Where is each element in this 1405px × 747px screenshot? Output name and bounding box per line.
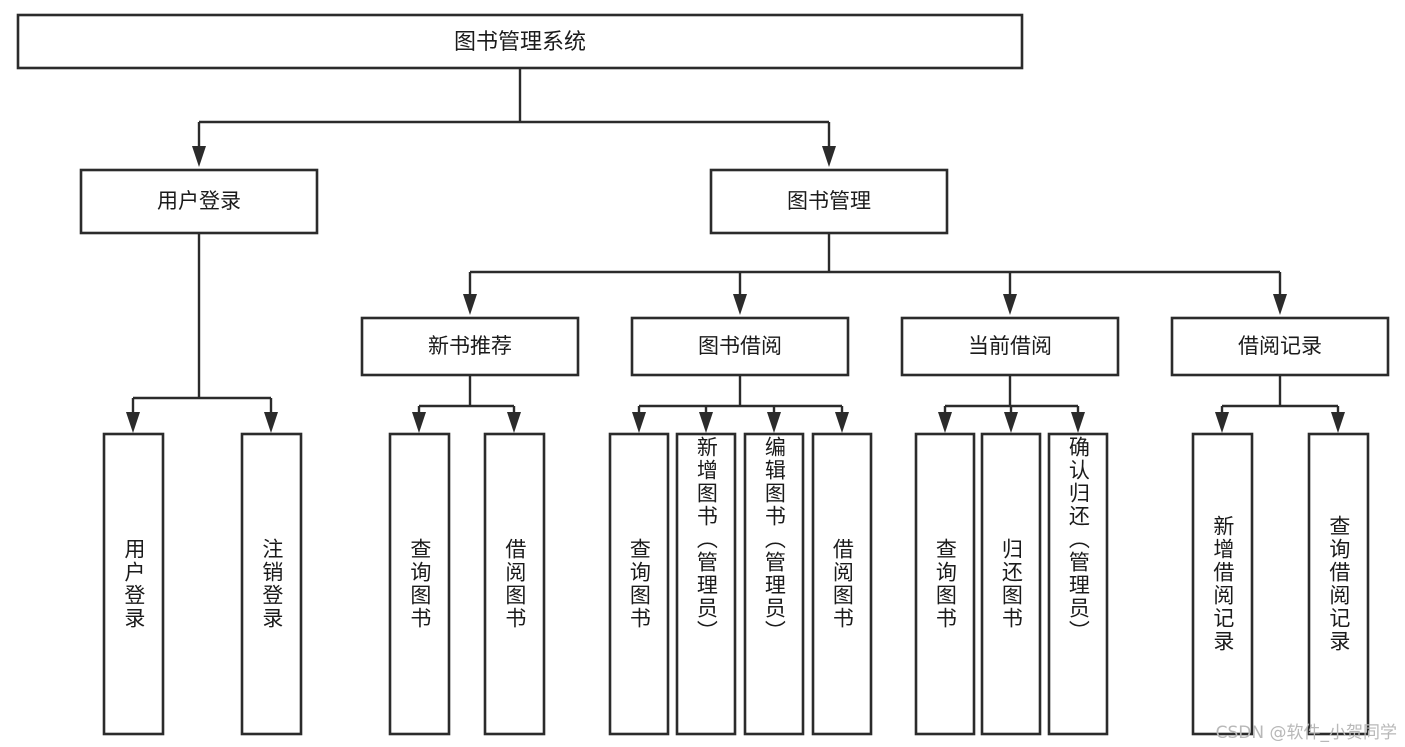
node-box-leaf-book-borrow-4[interactable]: [811, 432, 873, 736]
node-box-leaf-book-borrow-2[interactable]: [675, 432, 737, 736]
arrow-head-leaf-book-borrow-2: [699, 412, 713, 433]
arrow-head-leaf-current-borrow-2: [1004, 412, 1018, 433]
node-label-book-manage: 图书管理: [787, 189, 871, 213]
node-box-leaf-current-borrow-1[interactable]: [914, 432, 976, 736]
node-label-book-borrow: 图书借阅: [698, 334, 782, 358]
arrow-head-new-book: [463, 294, 477, 315]
arrow-head-book-manage: [822, 146, 836, 167]
node-root-system[interactable]: 图书管理系统: [16, 13, 1024, 70]
node-box-new-book[interactable]: [360, 316, 580, 377]
arrow-head-leaf-book-borrow-4: [835, 412, 849, 433]
csdn-watermark: CSDN @软件_小贺同学: [1215, 723, 1397, 743]
connector-group-user-login: [126, 233, 278, 433]
connector-group-borrow-record: [1215, 375, 1345, 433]
node-user-login[interactable]: 用户登录: [79, 168, 319, 235]
node-box-book-borrow[interactable]: [630, 316, 850, 377]
node-box-user-login[interactable]: [79, 168, 319, 235]
arrow-head-leaf-user-login-1: [126, 412, 140, 433]
node-box-leaf-new-book-1[interactable]: [388, 432, 451, 736]
arrow-head-leaf-user-login-2: [264, 412, 278, 433]
node-box-borrow-record[interactable]: [1170, 316, 1390, 377]
node-new-book[interactable]: 新书推荐: [360, 316, 580, 377]
node-label-root: 图书管理系统: [454, 30, 586, 55]
node-book-borrow[interactable]: 图书借阅: [630, 316, 850, 377]
node-box-book-manage[interactable]: [709, 168, 949, 235]
node-box-leaf-user-login-2[interactable]: [240, 432, 303, 736]
connector-group-current-borrow: [938, 375, 1085, 433]
connector-group-root: [192, 68, 836, 167]
connector-group-book-borrow: [632, 375, 849, 433]
arrow-head-user-login: [192, 146, 206, 167]
node-borrow-record[interactable]: 借阅记录: [1170, 316, 1390, 377]
arrow-head-borrow-record: [1273, 294, 1287, 315]
arrow-head-leaf-current-borrow-1: [938, 412, 952, 433]
node-box-leaf-user-login-1[interactable]: [102, 432, 165, 736]
node-box-leaf-book-borrow-1[interactable]: [608, 432, 670, 736]
node-box-leaf-current-borrow-3[interactable]: [1047, 432, 1109, 736]
arrow-head-leaf-new-book-1: [412, 412, 426, 433]
connector-group-new-book: [412, 375, 521, 433]
arrow-head-leaf-book-borrow-3: [767, 412, 781, 433]
node-box-leaf-new-book-2[interactable]: [483, 432, 546, 736]
node-box-leaf-borrow-record-1[interactable]: [1191, 432, 1254, 736]
arrow-head-current-borrow: [1003, 294, 1017, 315]
node-box-leaf-borrow-record-2[interactable]: [1307, 432, 1370, 736]
arrow-head-leaf-borrow-record-1: [1215, 412, 1229, 433]
node-box-current-borrow[interactable]: [900, 316, 1120, 377]
node-box-leaf-book-borrow-3[interactable]: [743, 432, 805, 736]
connector-group-book-manage: [463, 233, 1287, 315]
arrow-head-leaf-book-borrow-1: [632, 412, 646, 433]
arrow-head-leaf-borrow-record-2: [1331, 412, 1345, 433]
node-label-user-login: 用户登录: [157, 189, 241, 213]
arrow-head-leaf-new-book-2: [507, 412, 521, 433]
node-label-new-book: 新书推荐: [428, 334, 512, 358]
node-box-root[interactable]: [16, 13, 1024, 70]
arrow-head-leaf-current-borrow-3: [1071, 412, 1085, 433]
node-label-borrow-record: 借阅记录: [1238, 334, 1322, 358]
node-label-current-borrow: 当前借阅: [968, 334, 1052, 358]
arrow-head-book-borrow: [733, 294, 747, 315]
node-book-manage[interactable]: 图书管理: [709, 168, 949, 235]
node-current-borrow[interactable]: 当前借阅: [900, 316, 1120, 377]
node-box-leaf-current-borrow-2[interactable]: [980, 432, 1042, 736]
